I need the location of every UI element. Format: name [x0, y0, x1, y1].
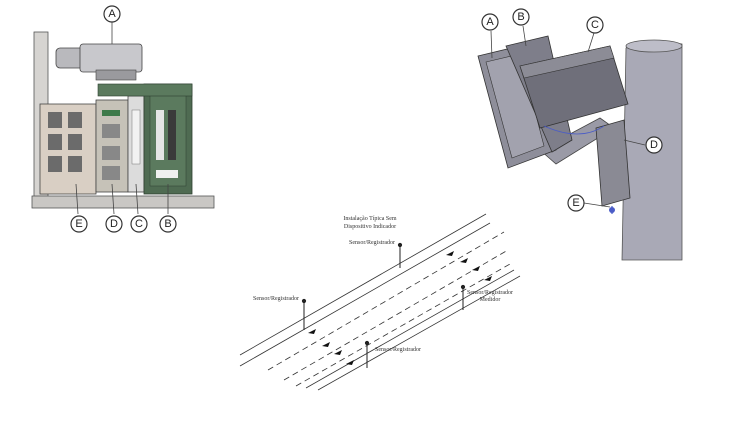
control-panel-b — [143, 83, 193, 195]
pole-callout-a: A — [481, 13, 499, 31]
cabinet-callout-e: E — [70, 215, 88, 233]
sensor-unit-d — [543, 119, 631, 207]
pole-callouts: A B C D E — [481, 8, 663, 212]
cabinet-callout-letter: E — [75, 218, 82, 230]
pole-callout-circle — [481, 13, 499, 31]
cabinet-callout-circle — [103, 5, 121, 23]
equipment-rack-e — [39, 103, 97, 195]
pole-callout-d: D — [645, 136, 663, 154]
equipment-panel-d — [95, 99, 129, 193]
cabinet-callout-c: C — [130, 215, 148, 233]
connector-e — [609, 206, 615, 214]
sensor-label-bottom: Sensor/Registrador — [375, 347, 421, 353]
pole-callout-circle — [512, 8, 530, 26]
pole-callout-c: C — [586, 16, 604, 34]
road-diagram — [239, 213, 521, 391]
pole-callout-letter: B — [517, 11, 524, 23]
traffic-arrows — [308, 251, 492, 365]
cabinet-callout-circle — [105, 215, 123, 233]
road-sensors — [301, 242, 466, 368]
pole-callout-letter: A — [486, 16, 494, 28]
pole-callout-e: E — [567, 194, 585, 212]
sensor-label-top: Sensor/Registrador — [349, 240, 395, 246]
terminal-strip-c — [127, 95, 145, 193]
sensor-label-right-line1: Sensor/Registrador — [467, 290, 513, 296]
cabinet-callout-letter: B — [164, 218, 171, 230]
pole-callout-circle — [567, 194, 585, 212]
sensor-label-right-line2: Medidor — [480, 297, 501, 303]
pole-leader-lines — [490, 25, 646, 208]
cabinet-callouts: A E D C B — [70, 5, 177, 233]
pole-callout-circle — [586, 16, 604, 34]
road-labels: Instalação Típica Sem Dispositivo Indica… — [253, 216, 513, 353]
pole-callout-letter: C — [591, 19, 599, 31]
cabinet-callout-letter: D — [110, 218, 118, 230]
cabinet-callout-a: A — [103, 5, 121, 23]
cabinet-callout-d: D — [105, 215, 123, 233]
pole-callout-letter: D — [650, 139, 658, 151]
pole-callout-b: B — [512, 8, 530, 26]
cabinet-callout-circle — [130, 215, 148, 233]
cabinet-callout-b: B — [159, 215, 177, 233]
cabinet-illustration — [31, 24, 215, 209]
camera-unit — [55, 24, 143, 81]
cabinet-callout-circle — [159, 215, 177, 233]
road-title-line2: Dispositivo Indicador — [344, 224, 396, 230]
cabinet-callout-letter: A — [108, 8, 116, 20]
processor-box-c — [519, 45, 629, 129]
pole-callout-circle — [645, 136, 663, 154]
cabinet-callout-letter: C — [135, 218, 143, 230]
pole-callout-letter: E — [572, 197, 579, 209]
cabinet-callout-circle — [70, 215, 88, 233]
road-title-line1: Instalação Típica Sem — [343, 216, 397, 222]
sensor-label-left: Sensor/Registrador — [253, 296, 299, 302]
cabinet-leader-lines — [75, 14, 169, 215]
